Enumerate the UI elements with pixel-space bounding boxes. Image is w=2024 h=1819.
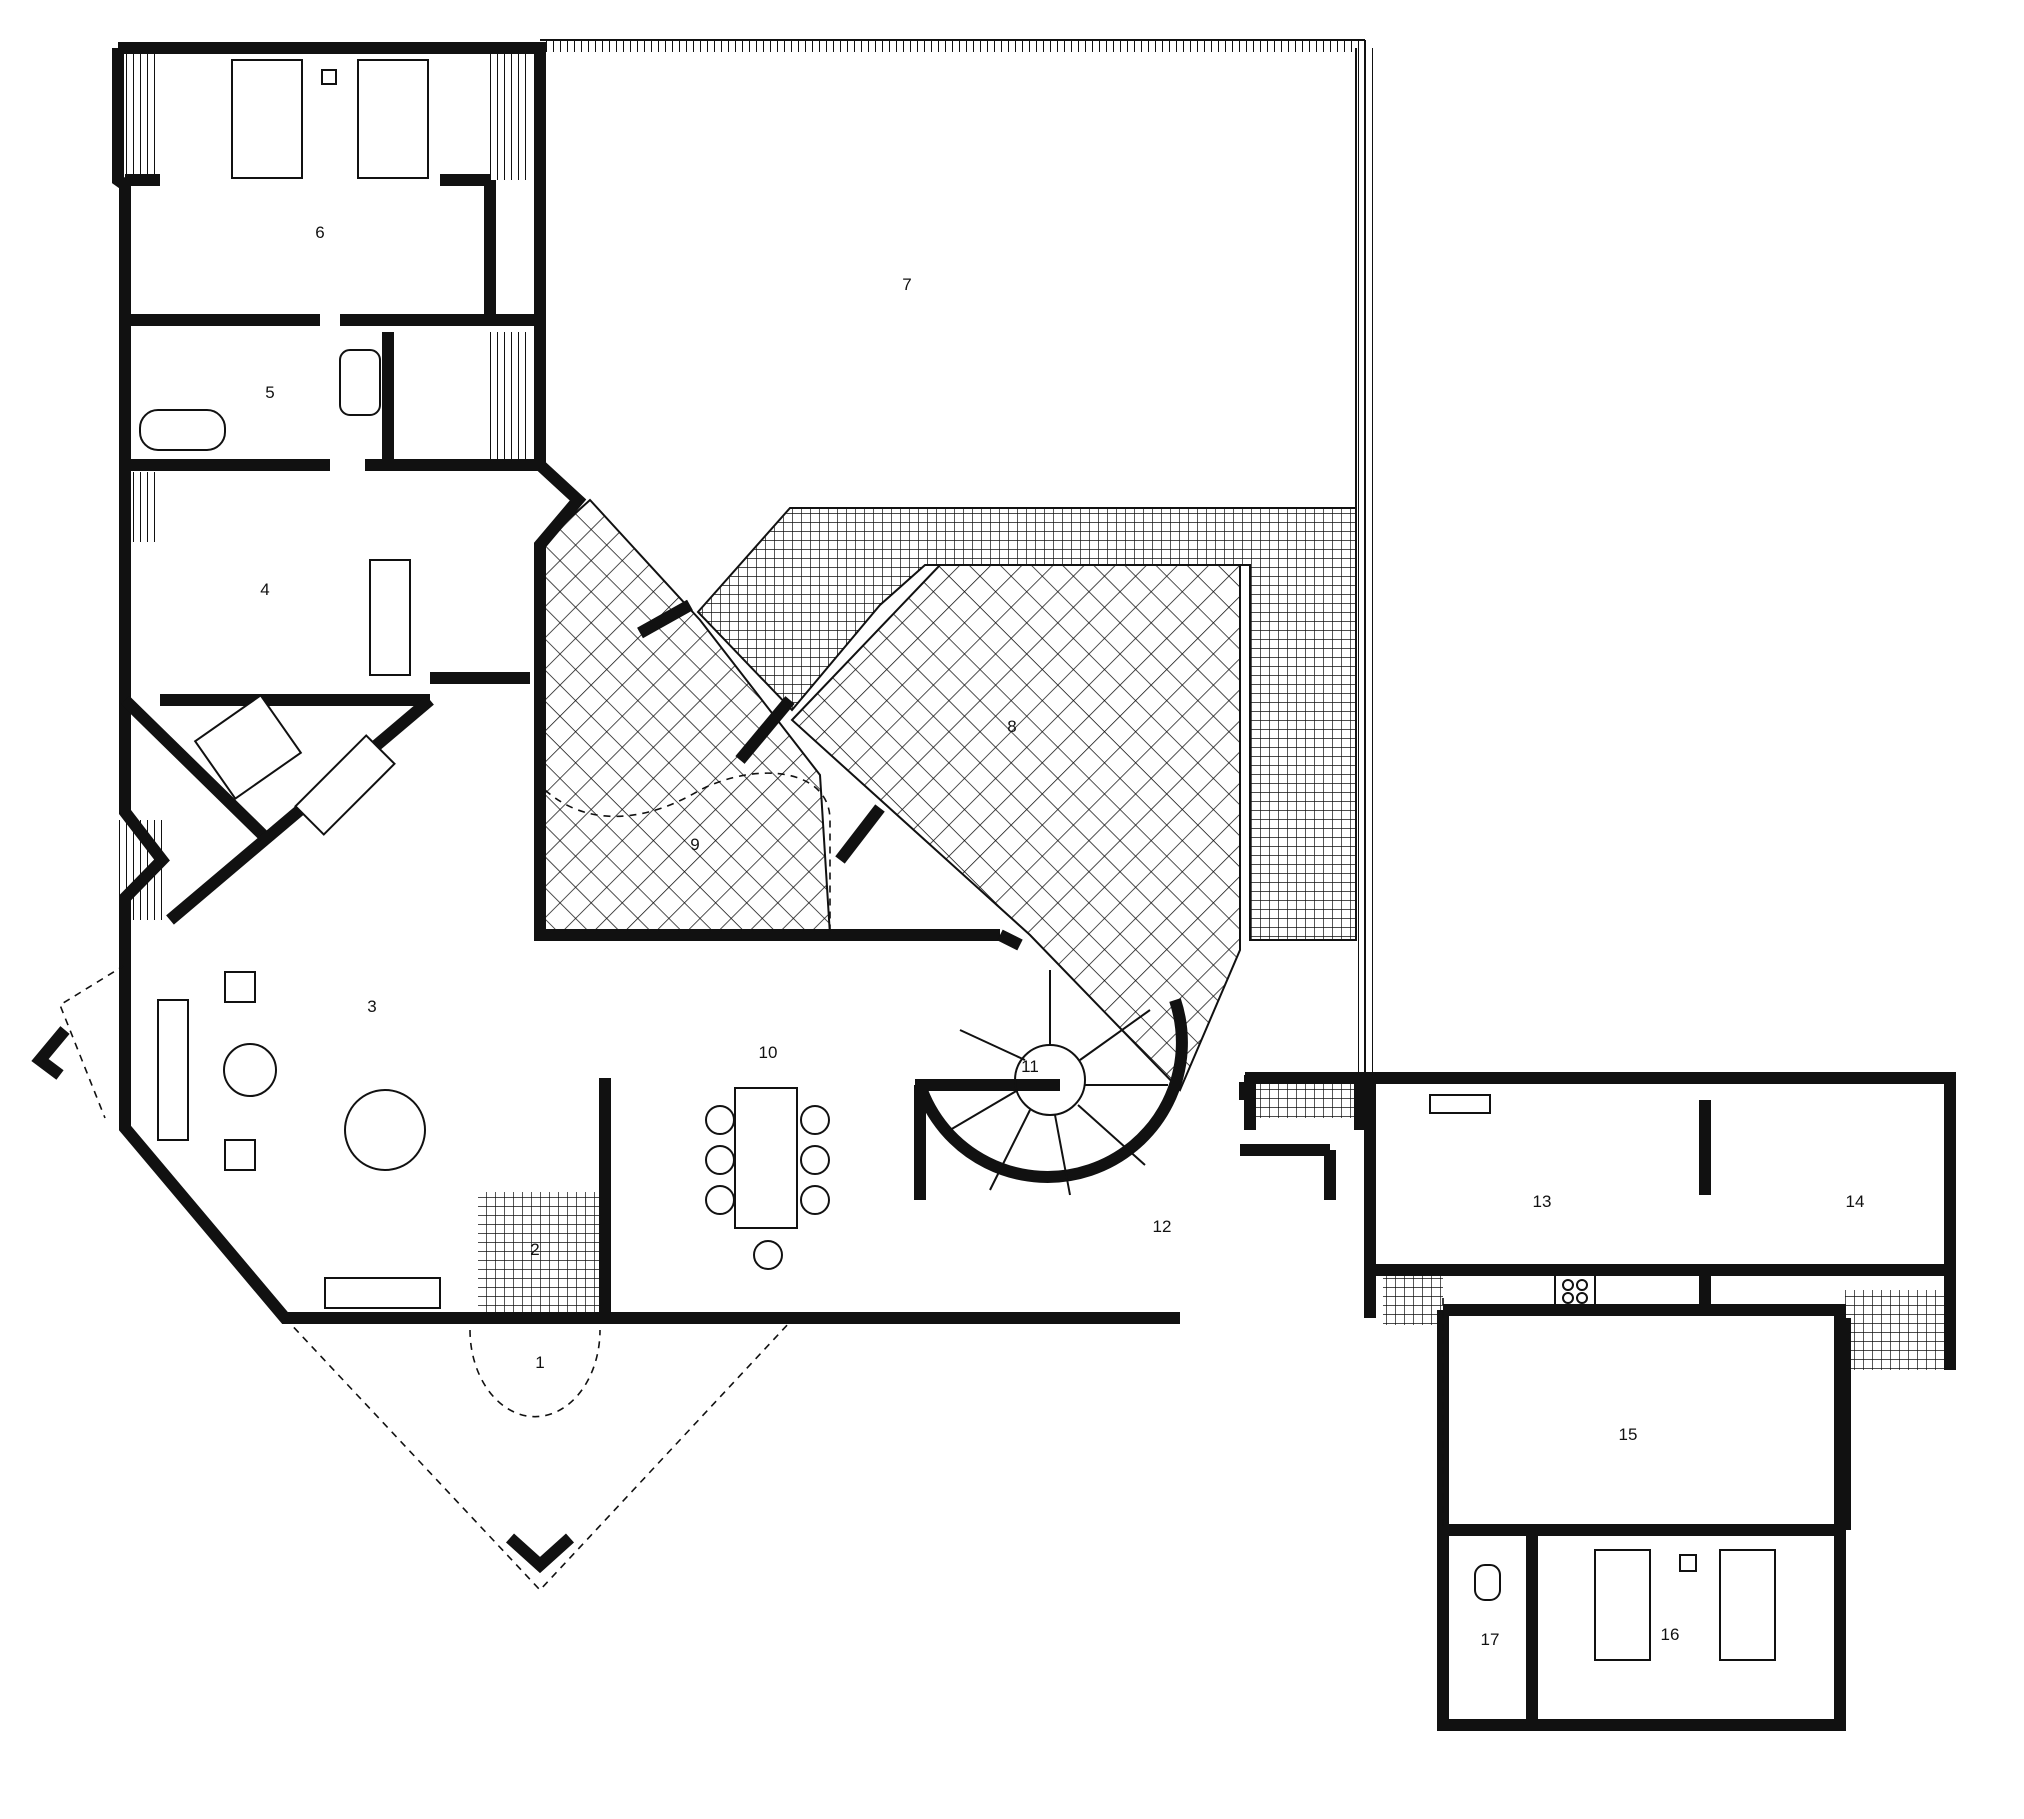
- room-labels: 1 2 3 4 5 6 7 8 9 10 11 12 13 14 15 16 1…: [260, 223, 1864, 1649]
- furniture: [139, 59, 1776, 1661]
- room-label-1: 1: [535, 1353, 544, 1372]
- room-label-4: 4: [260, 580, 269, 599]
- room-label-14: 14: [1846, 1192, 1865, 1211]
- spiral-stair: [949, 970, 1168, 1196]
- room-label-16: 16: [1661, 1625, 1680, 1644]
- room-label-9: 9: [690, 835, 699, 854]
- room-label-12: 12: [1153, 1217, 1172, 1236]
- terrace-paving: [538, 498, 1361, 1111]
- room-label-3: 3: [367, 997, 376, 1016]
- room-label-11: 11: [1021, 1057, 1039, 1076]
- room-label-6: 6: [315, 223, 324, 242]
- room-label-5: 5: [265, 383, 274, 402]
- room-label-8: 8: [1007, 717, 1016, 736]
- room-label-17: 17: [1481, 1630, 1500, 1649]
- walls: [112, 42, 1956, 1731]
- court-path: [544, 772, 831, 935]
- room-label-7: 7: [902, 275, 911, 294]
- room-label-15: 15: [1619, 1425, 1638, 1444]
- room-label-2: 2: [530, 1240, 539, 1259]
- garden-outline: [540, 39, 1366, 1078]
- entrance-canopy: [31, 964, 1444, 1592]
- room-label-13: 13: [1533, 1192, 1552, 1211]
- room-label-10: 10: [759, 1043, 778, 1062]
